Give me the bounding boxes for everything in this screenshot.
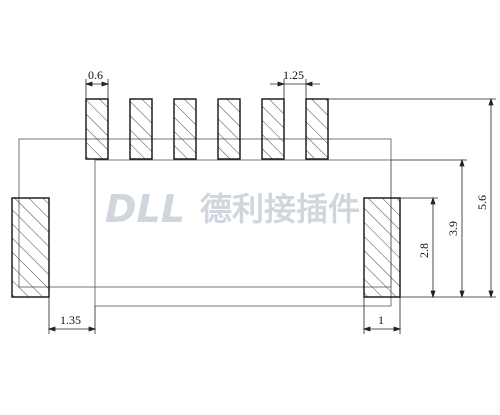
watermark-latin: DLL <box>105 187 185 231</box>
dim-pin-width-label: 0.6 <box>88 68 103 82</box>
dim-overall-height-label: 5.6 <box>475 195 489 210</box>
dim-mid-height-label: 3.9 <box>446 221 460 236</box>
pin-3 <box>173 98 197 160</box>
left-pad <box>11 197 50 298</box>
dim-mid-height <box>391 158 467 299</box>
pin-1 <box>85 98 109 160</box>
dim-side-offset <box>47 297 97 334</box>
dim-pin-width <box>84 79 110 99</box>
top-pins <box>85 98 329 160</box>
side-pads <box>11 197 401 298</box>
dim-pad-width-label: 1 <box>378 313 384 327</box>
pin-6 <box>305 98 329 160</box>
watermark: DLL 德利接插件 <box>105 187 360 231</box>
dim-pad-height <box>400 196 438 299</box>
dim-side-offset-label: 1.35 <box>60 313 81 327</box>
right-pad <box>363 197 401 298</box>
dim-pad-height-label: 2.8 <box>417 243 431 258</box>
dim-pad-width <box>362 297 402 334</box>
dim-pin-pitch-label: 1.25 <box>283 68 304 82</box>
dim-pin-pitch <box>270 79 320 99</box>
pin-2 <box>129 98 153 160</box>
pin-4 <box>217 98 241 160</box>
inner-body-rect <box>94 159 392 307</box>
dim-overall-height <box>328 97 496 299</box>
watermark-chinese: 德利接插件 <box>200 190 360 228</box>
pin-5 <box>261 98 285 160</box>
